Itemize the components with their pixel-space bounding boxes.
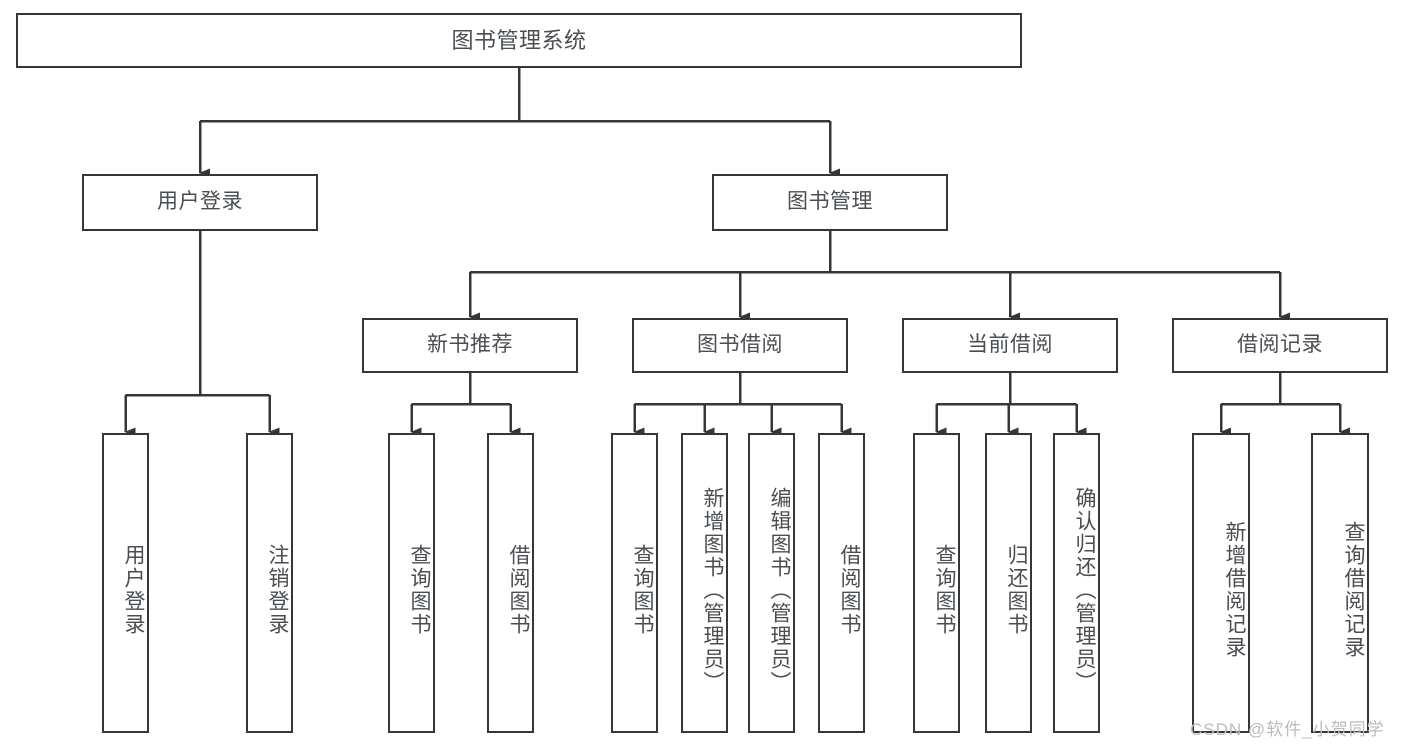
level1-node-1[interactable]: 图书管理 — [712, 174, 948, 231]
level2-node-1[interactable]: 图书借阅 — [632, 318, 848, 373]
level2-node-1-label: 图书借阅 — [697, 333, 783, 357]
level1-node-0[interactable]: 用户登录 — [82, 174, 318, 231]
leaf-node-7[interactable]: 借阅图书 — [818, 433, 865, 733]
leaf-node-9-label: 归还图书 — [1005, 544, 1028, 636]
leaf-node-5-label: 新增图书（管理员） — [701, 486, 724, 694]
level1-node-1-label: 图书管理 — [787, 190, 873, 214]
leaf-node-4[interactable]: 查询图书 — [611, 433, 658, 733]
leaf-node-1[interactable]: 注销登录 — [246, 433, 293, 733]
level2-node-2-label: 当前借阅 — [967, 333, 1053, 357]
leaf-node-3[interactable]: 借阅图书 — [487, 433, 534, 733]
root-node[interactable]: 图书管理系统 — [16, 13, 1022, 68]
level1-node-0-label: 用户登录 — [157, 190, 243, 214]
leaf-node-3-label: 借阅图书 — [507, 544, 530, 636]
root-node-label: 图书管理系统 — [451, 27, 587, 53]
level2-node-3[interactable]: 借阅记录 — [1172, 318, 1388, 373]
leaf-node-10-label: 确认归还（管理员） — [1073, 486, 1096, 694]
leaf-node-10[interactable]: 确认归还（管理员） — [1053, 433, 1100, 733]
level2-node-3-label: 借阅记录 — [1237, 333, 1323, 357]
leaf-node-7-label: 借阅图书 — [838, 544, 861, 636]
leaf-node-0[interactable]: 用户登录 — [102, 433, 149, 733]
level2-node-2[interactable]: 当前借阅 — [902, 318, 1118, 373]
watermark-text: CSDN @软件_小贺同学 — [1190, 720, 1385, 739]
leaf-node-11-label: 新增借阅记录 — [1223, 521, 1246, 659]
leaf-node-2-label: 查询图书 — [408, 544, 431, 636]
leaf-node-8[interactable]: 查询图书 — [913, 433, 960, 733]
leaf-node-9[interactable]: 归还图书 — [985, 433, 1032, 733]
leaf-node-12[interactable]: 查询借阅记录 — [1311, 433, 1369, 733]
leaf-node-0-label: 用户登录 — [122, 544, 145, 636]
leaf-node-5[interactable]: 新增图书（管理员） — [681, 433, 728, 733]
leaf-node-4-label: 查询图书 — [631, 544, 654, 636]
leaf-node-2[interactable]: 查询图书 — [388, 433, 435, 733]
leaf-node-12-label: 查询借阅记录 — [1342, 521, 1365, 659]
level2-node-0-label: 新书推荐 — [427, 333, 513, 357]
level2-node-0[interactable]: 新书推荐 — [362, 318, 578, 373]
leaf-node-6[interactable]: 编辑图书（管理员） — [748, 433, 795, 733]
leaf-node-6-label: 编辑图书（管理员） — [768, 486, 791, 694]
leaf-node-8-label: 查询图书 — [933, 544, 956, 636]
leaf-node-11[interactable]: 新增借阅记录 — [1192, 433, 1250, 733]
leaf-node-1-label: 注销登录 — [266, 544, 289, 636]
